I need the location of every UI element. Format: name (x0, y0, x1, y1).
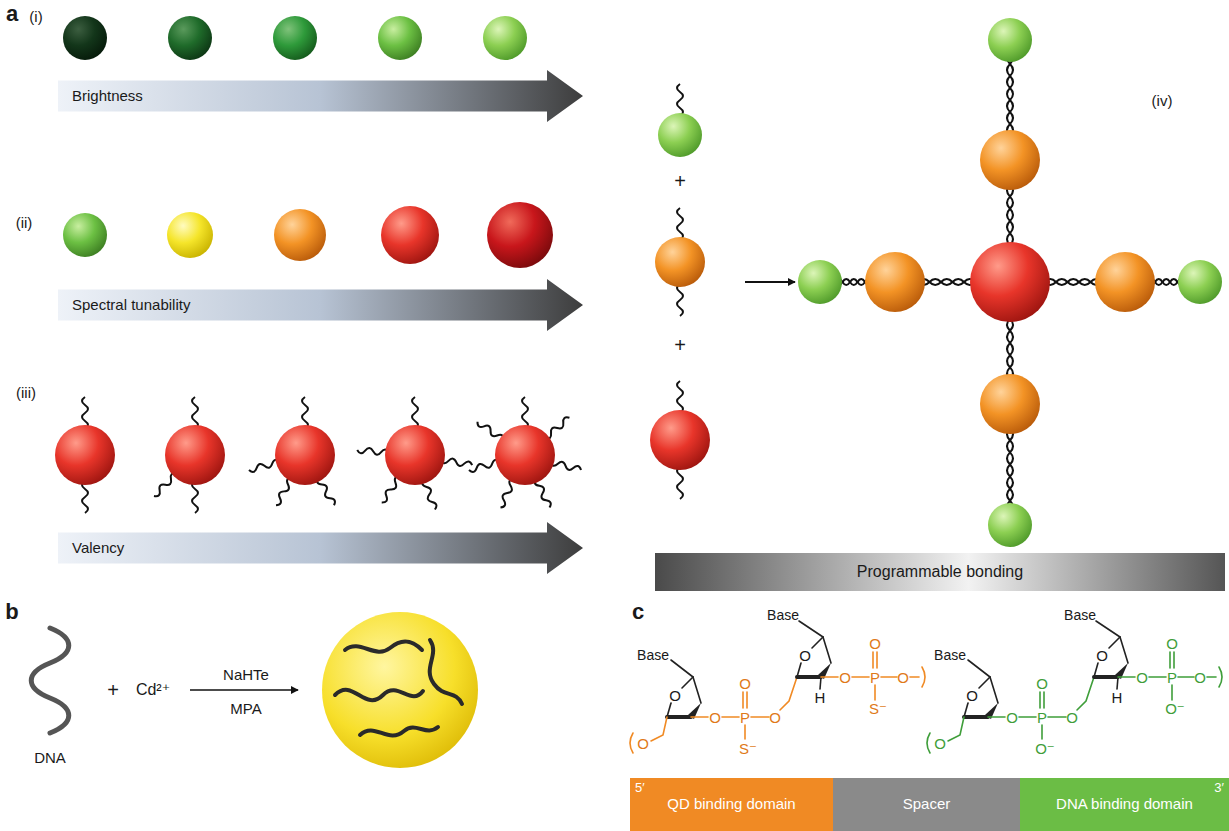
valency-spheres (55, 425, 555, 485)
domain-segment: 3′ DNA binding domain (1020, 778, 1229, 831)
atom-label: O (769, 710, 781, 725)
gradient-arrow (58, 522, 583, 574)
domain-label: DNA binding domain (1056, 796, 1193, 813)
base-label: Base (637, 648, 669, 662)
bonding-bar: Programmable bonding (655, 553, 1225, 591)
component-spheres (650, 113, 710, 470)
atom-label: O (1036, 676, 1048, 691)
assembly-arrow (745, 281, 795, 283)
atom-label: O⁻ (1165, 701, 1185, 716)
atom-label: S⁻ (869, 701, 887, 716)
arrow-label: Brightness (72, 88, 143, 105)
atom-label: O (637, 736, 649, 751)
row-number: (iv) (1152, 93, 1173, 108)
atom-label: P (1167, 670, 1177, 685)
domain-segment: Spacer (833, 778, 1020, 831)
base-label: Base (767, 608, 799, 622)
row-number: (i) (29, 9, 42, 24)
atom-label: O (1006, 710, 1018, 725)
property-arrow: Spectral tunability (58, 279, 583, 331)
brightness-spheres (63, 16, 527, 60)
panel-letter: c (632, 601, 644, 623)
atom-label: O (934, 736, 946, 751)
phosphorothioate-structure (630, 621, 925, 753)
atom-label: O (869, 636, 881, 651)
panel-letter: b (5, 601, 18, 623)
atom-label: O (709, 710, 721, 725)
panel-letter: a (6, 3, 18, 25)
property-arrow: Brightness (58, 70, 583, 122)
ion-label: Cd²⁺ (136, 682, 170, 698)
valency-strands (82, 397, 582, 513)
dna-quantum-dot (322, 612, 478, 768)
atom-label: H (1112, 690, 1123, 705)
atom-label: O (1136, 670, 1148, 685)
atom-label: S⁻ (739, 741, 757, 756)
atom-label: O (799, 648, 811, 663)
reaction-arrow (190, 689, 298, 691)
atom-label: O (1166, 636, 1178, 651)
atom-label: O (739, 676, 751, 691)
plus-sign: + (674, 335, 686, 355)
dna-strand (31, 628, 69, 733)
arrow-label: Spectral tunability (72, 297, 190, 314)
dna-label: DNA (34, 750, 66, 765)
phosphate-structure (927, 621, 1222, 753)
assembly-helices (820, 40, 1200, 525)
atom-label: O⁻ (1035, 741, 1055, 756)
atom-label: P (870, 670, 880, 685)
reagent-label: MPA (230, 701, 261, 716)
row-number: (ii) (16, 215, 33, 230)
atom-label: O (669, 688, 681, 703)
bar-label: Programmable bonding (857, 563, 1023, 581)
atom-label: O (1194, 670, 1206, 685)
spectral-spheres (63, 202, 553, 268)
domain-label: QD binding domain (667, 796, 795, 813)
atom-label: P (1037, 710, 1047, 725)
atom-label: O (839, 670, 851, 685)
atom-label: O (897, 670, 909, 685)
plus-sign: + (674, 171, 686, 191)
atom-label: O (966, 688, 978, 703)
atom-label: P (740, 710, 750, 725)
domain-label: Spacer (903, 796, 951, 813)
atom-label: O (1096, 648, 1108, 663)
atom-label: O (1066, 710, 1078, 725)
plus-sign: + (107, 680, 119, 700)
assembly-spheres (798, 18, 1222, 547)
property-arrow: Valency (58, 522, 583, 574)
domain-segment: 5′ QD binding domain (630, 778, 833, 831)
atom-label: H (815, 690, 826, 705)
base-label: Base (934, 648, 966, 662)
reagent-label: NaHTe (223, 667, 269, 682)
end-label: 3′ (1214, 781, 1224, 795)
end-label: 5′ (635, 781, 645, 795)
base-label: Base (1064, 608, 1096, 622)
arrow-label: Valency (72, 540, 124, 557)
row-number: (iii) (16, 385, 36, 400)
